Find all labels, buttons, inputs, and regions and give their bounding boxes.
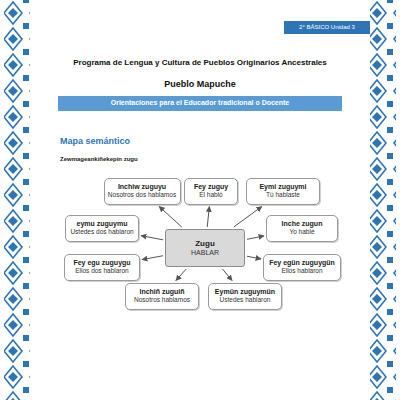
box-heading: Eymi zuguymi [259, 183, 306, 191]
word-box: Inchiw zuguyuNosotros dos hablamos [104, 178, 181, 205]
diagram-heading: Zewmageankiñekepin zugu [60, 156, 138, 162]
central-concept-box: ZuguHABLAR [165, 229, 245, 267]
arrow-connector [247, 256, 261, 259]
arrow-connector [141, 236, 163, 240]
word-box: Fey zuguyÉl habló [184, 178, 238, 205]
word-box: Inche zugunYo hablé [266, 215, 338, 242]
box-heading: Inchiw zuguyu [118, 183, 166, 191]
box-heading: eymu zuguymu [77, 220, 128, 228]
right-ornament-strip [370, 0, 396, 400]
word-box: Eymün zuguymünUstedes hablaron [208, 283, 282, 310]
box-text: Ustedes dos hablaron [70, 228, 133, 235]
word-box: Eymi zuguymiTú hablaste [246, 178, 320, 205]
arrow-connector [247, 236, 264, 240]
page-title: Programa de Lengua y Cultura de Pueblos … [40, 58, 360, 67]
box-text: Nosotros hablamos [134, 296, 190, 303]
left-ornament-strip [4, 0, 30, 400]
box-text: Tú hablaste [266, 191, 300, 198]
word-box: Fey egu zuguyguEllos dos hablaron [64, 254, 140, 281]
box-text: Nosotros dos hablamos [108, 191, 176, 198]
box-text: Ellos hablaron [281, 267, 322, 274]
word-box: Inchiñ zuguiñNosotros hablamos [125, 283, 199, 310]
box-heading: Inchiñ zuguiñ [139, 288, 184, 296]
arrow-connector [142, 256, 163, 260]
box-heading: Fey egu zuguygu [73, 259, 130, 267]
box-text: Ustedes hablaron [220, 296, 271, 303]
word-box: Fey egün zuguygünEllos hablaron [263, 254, 341, 281]
box-text: Ellos dos hablaron [75, 267, 128, 274]
arrow-connector [234, 207, 262, 228]
arrow-connector [159, 207, 182, 228]
word-box: eymu zuguymuUstedes dos hablaron [65, 215, 139, 242]
arrow-connector [223, 269, 233, 281]
arrow-connector [207, 207, 209, 228]
header-band: Orientaciones para el Educador tradicion… [58, 96, 342, 111]
box-heading: Inche zugun [282, 220, 323, 228]
subtitle: Pueblo Mapuche [40, 79, 360, 89]
box-heading: Fey zuguy [194, 183, 228, 191]
box-text: HABLAR [191, 249, 219, 257]
box-text: Él habló [199, 191, 223, 198]
box-heading: Orientaciones para el Educador tradicion… [111, 99, 290, 107]
grade-tag: 2° BÁSICO Unidad 3 [284, 21, 370, 34]
box-heading: 2° BÁSICO Unidad 3 [299, 24, 355, 31]
box-text: Yo hablé [289, 228, 314, 235]
section-heading: Mapa semántico [60, 136, 130, 146]
box-heading: Fey egün zuguygün [269, 259, 335, 267]
box-heading: Eymün zuguymün [215, 288, 275, 296]
arrow-connector [176, 269, 186, 281]
box-heading: Zugu [195, 239, 215, 248]
